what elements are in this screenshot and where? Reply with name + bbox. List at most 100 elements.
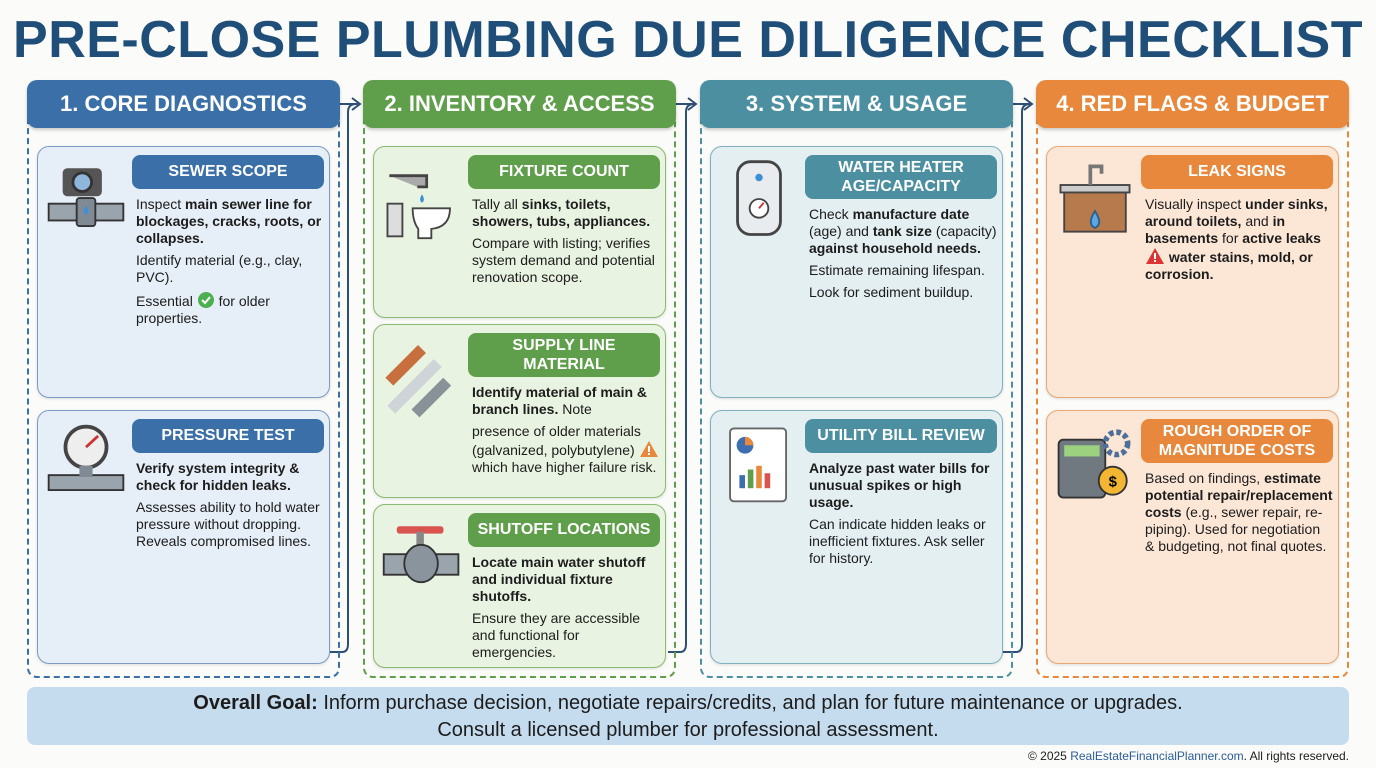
text-segment: for — [1218, 230, 1243, 246]
text-segment: Identify material (e.g., clay, PVC). — [136, 252, 303, 285]
card-body: Verify system integrity & check for hidd… — [132, 460, 324, 555]
overall-goal-banner: Overall Goal: Inform purchase decision, … — [27, 687, 1349, 745]
text-segment: estimate potential repair/replacement co… — [1145, 470, 1333, 521]
card-body: Based on findings, estimate potential re… — [1141, 470, 1333, 560]
checklist-card: SEWER SCOPE Inspect main sewer line for b… — [37, 146, 330, 398]
text-segment: Tally all — [472, 196, 522, 212]
card-paragraph: Look for sediment buildup. — [809, 284, 997, 301]
card-paragraph: Identify material of main & branch lines… — [472, 384, 660, 418]
card-content: SEWER SCOPE Inspect main sewer line for b… — [132, 155, 324, 332]
copyright-prefix: © 2025 — [1027, 749, 1071, 763]
text-segment: sinks, toilets, showers, tubs, appliance… — [472, 196, 651, 229]
card-body: Identify material of main & branch lines… — [468, 384, 660, 481]
faucet-toilet-icon — [386, 174, 451, 240]
goal-label: Overall Goal: — [193, 692, 318, 714]
text-segment: Visually inspect — [1145, 196, 1246, 212]
card-body: Visually inspect under sinks, around toi… — [1141, 196, 1333, 288]
goal-line-1: Inform purchase decision, negotiate repa… — [317, 692, 1183, 714]
text-segment: Based on findings, — [1145, 470, 1265, 487]
card-content: SUPPLY LINE MATERIAL Identify material of… — [468, 333, 660, 481]
svg-text:$: $ — [1109, 473, 1118, 490]
card-paragraph: Identify material (e.g., clay, PVC). — [136, 252, 324, 286]
checklist-card: SUPPLY LINE MATERIAL Identify material of… — [373, 324, 666, 498]
text-segment: (e.g., sewer repair, re-piping). Used fo… — [1145, 504, 1327, 555]
text-segment: presence of older materials (galvanized,… — [472, 423, 641, 459]
checklist-card: $ ROUGH ORDER OF MAGNITUDE COSTS Based on … — [1046, 410, 1339, 664]
text-segment: Compare with listing; verifies system de… — [472, 235, 655, 285]
checklist-card: LEAK SIGNS Visually inspect under sinks, … — [1046, 146, 1339, 398]
card-paragraph: Ensure they are accessible and functiona… — [472, 610, 660, 661]
card-paragraph: Assesses ability to hold water pressure … — [136, 499, 324, 550]
text-segment: water stains, mold, or corrosion. — [1145, 249, 1313, 282]
text-segment: Essential — [136, 293, 197, 309]
card-title: FIXTURE COUNT — [468, 155, 660, 189]
card-paragraph: Estimate remaining lifespan. — [809, 262, 997, 279]
text-segment: Ensure they are accessible and functiona… — [472, 610, 641, 660]
leaking-sink-icon — [1059, 164, 1131, 233]
text-segment: Estimate remaining lifespan. — [809, 262, 985, 279]
pipes-icon — [385, 345, 452, 418]
text-segment: Inspect — [136, 196, 186, 212]
site-link[interactable]: RealEstateFinancialPlanner.com — [1070, 749, 1244, 763]
text-segment: and — [1241, 213, 1273, 229]
card-body: Inspect main sewer line for blockages, c… — [132, 196, 324, 332]
text-segment: under sinks, around toilets, — [1145, 196, 1328, 229]
card-paragraph: Inspect main sewer line for blockages, c… — [136, 196, 324, 247]
column-header: 4. RED FLAGS & BUDGET — [1036, 80, 1349, 128]
camera-pipe-icon — [47, 168, 125, 227]
card-title: SUPPLY LINE MATERIAL — [468, 333, 660, 378]
text-segment: for older properties. — [136, 293, 270, 326]
page-title: PRE-CLOSE PLUMBING DUE DILIGENCE CHECKLI… — [13, 11, 1363, 69]
card-paragraph: Verify system integrity & check for hidd… — [136, 460, 324, 494]
text-segment: Verify system integrity & check for hidd… — [136, 460, 300, 493]
card-paragraph: Based on findings, estimate potential re… — [1145, 470, 1333, 555]
card-paragraph: Visually inspect under sinks, around toi… — [1145, 196, 1333, 283]
text-segment: manufacture date — [852, 206, 970, 223]
text-segment: Locate main water shutoff and individual… — [472, 554, 646, 604]
text-segment: Note — [558, 401, 592, 418]
text-segment: (age) and — [809, 223, 873, 240]
copyright: © 2025 RealEstateFinancialPlanner.com. A… — [1028, 749, 1349, 763]
card-paragraph: Can indicate hidden leaks or inefficient… — [809, 516, 997, 567]
text-segment: Identify material of main & branch lines… — [472, 384, 648, 418]
text-segment: which have higher failure risk. — [472, 459, 657, 476]
card-paragraph: Locate main water shutoff and individual… — [472, 554, 660, 605]
card-paragraph: Essential for older properties. — [136, 291, 324, 327]
text-segment: (capacity) — [931, 223, 997, 240]
card-title: PRESSURE TEST — [132, 419, 324, 453]
card-title: ROUGH ORDER OF MAGNITUDE COSTS — [1141, 419, 1333, 464]
check-circle-icon — [197, 292, 215, 309]
checklist-card: FIXTURE COUNT Tally all sinks, toilets, s… — [373, 146, 666, 318]
text-segment: against household needs. — [809, 240, 981, 257]
card-title: LEAK SIGNS — [1141, 155, 1333, 189]
warning-icon — [1145, 248, 1165, 265]
goal-line-2: Consult a licensed plumber for professio… — [437, 719, 939, 741]
column-header: 3. SYSTEM & USAGE — [700, 80, 1013, 128]
card-content: LEAK SIGNS Visually inspect under sinks, … — [1141, 155, 1333, 288]
text-segment: active leaks — [1242, 230, 1321, 246]
text-segment: tank size — [872, 223, 932, 240]
checklist-card: PRESSURE TEST Verify system integrity & c… — [37, 410, 330, 664]
card-body: Locate main water shutoff and individual… — [468, 554, 660, 666]
card-content: FIXTURE COUNT Tally all sinks, toilets, s… — [468, 155, 660, 291]
card-paragraph: Tally all sinks, toilets, showers, tubs,… — [472, 196, 660, 230]
card-content: PRESSURE TEST Verify system integrity & c… — [132, 419, 324, 555]
text-segment: in basements — [1145, 213, 1286, 246]
text-segment: Can indicate hidden leaks or inefficient… — [809, 516, 986, 566]
text-segment: main sewer line for blockages, cracks, r… — [136, 196, 322, 246]
text-segment: Look for sediment buildup. — [809, 284, 974, 301]
text-segment: Assesses ability to hold water pressure … — [136, 499, 320, 549]
pressure-gauge-icon — [47, 424, 125, 491]
valve-icon — [382, 526, 460, 584]
copyright-suffix: . All rights reserved. — [1243, 749, 1349, 763]
bill-chart-icon — [729, 427, 787, 503]
card-title: SEWER SCOPE — [132, 155, 324, 189]
card-paragraph: Analyze past water bills for unusual spi… — [809, 460, 997, 511]
column-header: 2. INVENTORY & ACCESS — [363, 80, 676, 128]
card-body: Analyze past water bills for unusual spi… — [805, 460, 997, 572]
